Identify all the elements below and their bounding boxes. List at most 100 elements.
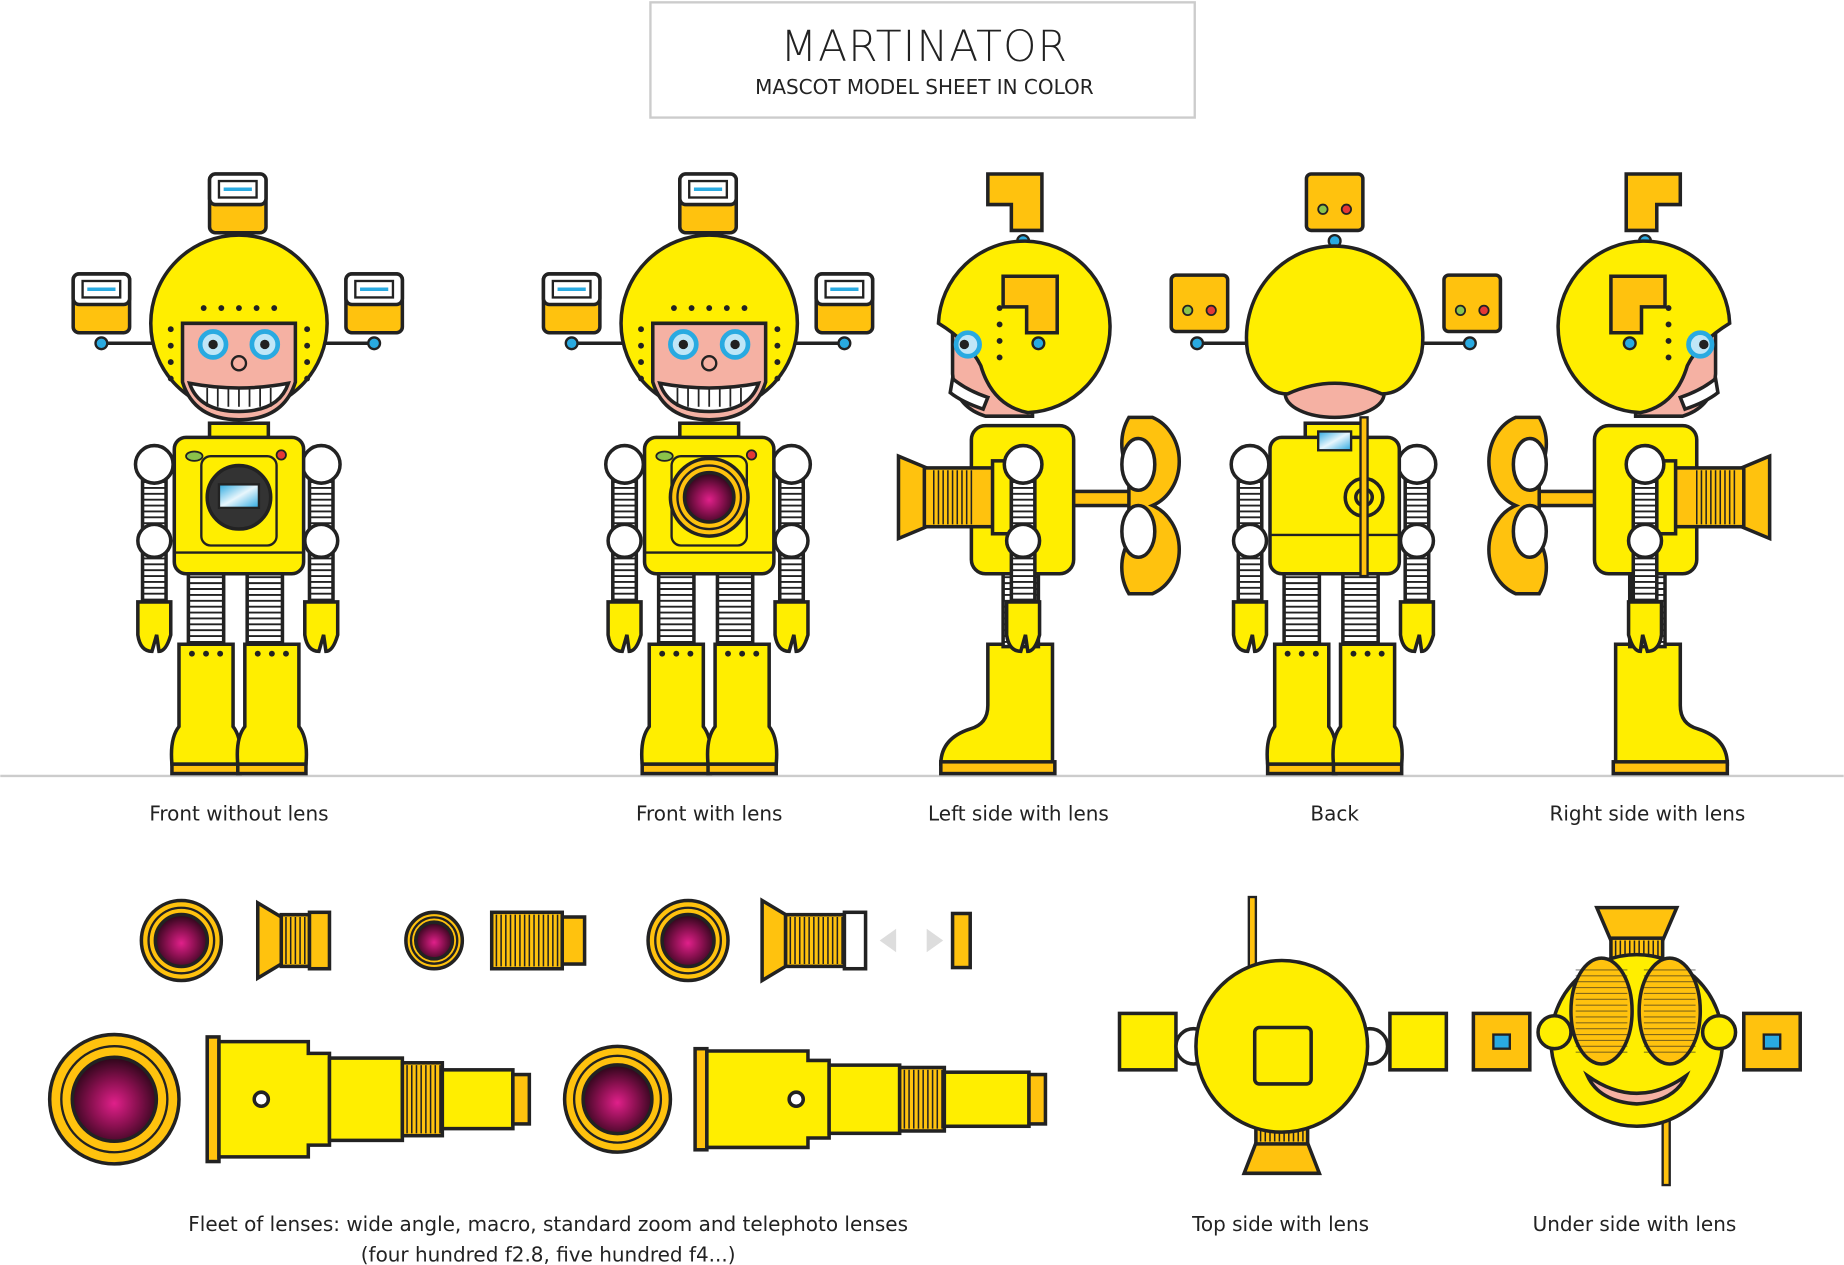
helmet-rivet (200, 305, 207, 311)
top-flash-back-led-red (1340, 203, 1352, 215)
lens-glass (682, 470, 736, 524)
helmet-rivet (638, 375, 644, 382)
barrel-end (440, 1068, 515, 1131)
macro-side (489, 910, 587, 971)
boot-rivet (188, 650, 195, 657)
helmet-rivet (304, 326, 311, 333)
macro-front (404, 910, 465, 971)
lens-mount (842, 910, 868, 971)
robot-right-side (1487, 172, 1772, 776)
barrel (217, 1039, 332, 1159)
standard-zoom-front (646, 898, 730, 983)
caption-front-without-lens: Front without lens (149, 802, 328, 826)
boot-sole (1611, 760, 1730, 776)
shutter-button (275, 449, 287, 461)
boot-rivet (254, 650, 261, 657)
hand (136, 600, 173, 654)
mode-dial (655, 450, 674, 462)
focus-ring (400, 1061, 445, 1138)
helmet-rivet (774, 359, 781, 366)
helmet-rivet (271, 305, 278, 311)
mount-ball-icon (1622, 336, 1637, 351)
shoulder-joint (770, 443, 813, 485)
hand (773, 600, 810, 654)
figures (71, 172, 1772, 776)
boot (705, 642, 779, 766)
pupil (678, 339, 689, 350)
key-shaft (1066, 489, 1135, 508)
elbow-joint (1231, 522, 1269, 560)
lens-mount (1027, 1072, 1048, 1126)
robot-back (1169, 172, 1503, 776)
hand (1626, 600, 1664, 654)
flash-left-under-window (1492, 1033, 1512, 1050)
left-flash-back (1169, 273, 1230, 334)
shutter-button (745, 449, 758, 461)
caption-right-side: Right side with lens (1549, 802, 1745, 826)
pupil (730, 339, 740, 350)
boot-sole (640, 762, 713, 776)
arrow-left-icon (879, 928, 897, 953)
helmet-rivet (741, 305, 748, 311)
boot-sole (706, 762, 778, 776)
elbow-joint (606, 522, 643, 560)
smile-side (1677, 375, 1720, 412)
standard-zoom-side (760, 897, 868, 984)
telephoto-400-front (47, 1032, 181, 1166)
right-flash-back-led-green (1454, 304, 1467, 316)
elbow-joint (1626, 522, 1664, 560)
helmet-rivet (638, 342, 644, 349)
side-flash (1609, 274, 1667, 335)
nose (230, 355, 248, 372)
rear-cap (950, 911, 972, 970)
helmet-rivet (996, 305, 1003, 311)
robot-front-without-lens (71, 172, 405, 776)
caption-left-side: Left side with lens (928, 802, 1109, 826)
caption-under-side: Under side with lens (1533, 1212, 1737, 1236)
elbow-joint (773, 522, 810, 560)
top-flash-back (1304, 172, 1365, 233)
boot-sole (236, 762, 308, 776)
mount-ball-icon (564, 336, 579, 351)
smile-side (948, 375, 991, 412)
right-flash-back (1442, 273, 1503, 334)
caption-lenses: Fleet of lenses: wide angle, macro, stan… (188, 1212, 908, 1236)
boot (235, 642, 309, 766)
barrel (705, 1049, 831, 1150)
tripod-knob (787, 1090, 806, 1109)
wide-angle-front-glass (153, 912, 210, 969)
helmet-rivet (996, 354, 1003, 361)
caption-top-side: Top side with lens (1191, 1212, 1369, 1236)
pupil (959, 339, 970, 350)
helmet-rivet (1665, 337, 1672, 344)
sensor-screen (217, 483, 261, 510)
boot-rivet (1364, 650, 1371, 657)
top-flash-side (1624, 172, 1683, 233)
hand (1231, 600, 1269, 654)
hand (1398, 600, 1436, 654)
top-flash (207, 172, 268, 235)
mount-ball-icon (837, 336, 852, 351)
helmet-rivet (774, 326, 781, 333)
title-frame (649, 1, 1196, 119)
helmet-back (1244, 244, 1425, 396)
boot-sole (1331, 762, 1404, 776)
boot-rivet (673, 650, 680, 657)
helmet-rivet (218, 305, 225, 311)
boot (1265, 642, 1339, 766)
helmet-side (936, 239, 1112, 415)
robot-left-side (896, 172, 1181, 776)
boot-rivet (1378, 650, 1385, 657)
nose (700, 355, 718, 372)
boot (1331, 642, 1404, 766)
flash-right-under-window (1762, 1033, 1782, 1050)
helmet-rivet (253, 305, 260, 311)
wide-angle-front (139, 898, 224, 983)
lens-hood (760, 897, 788, 984)
key-hole (1511, 436, 1549, 493)
title-box: MARTINATOR MASCOT MODEL SHEET IN COLOR (649, 1, 1196, 119)
helmet-rivet (1665, 321, 1672, 328)
boot-rivet (725, 650, 731, 657)
hand (303, 600, 340, 654)
lens-mount (307, 910, 332, 971)
